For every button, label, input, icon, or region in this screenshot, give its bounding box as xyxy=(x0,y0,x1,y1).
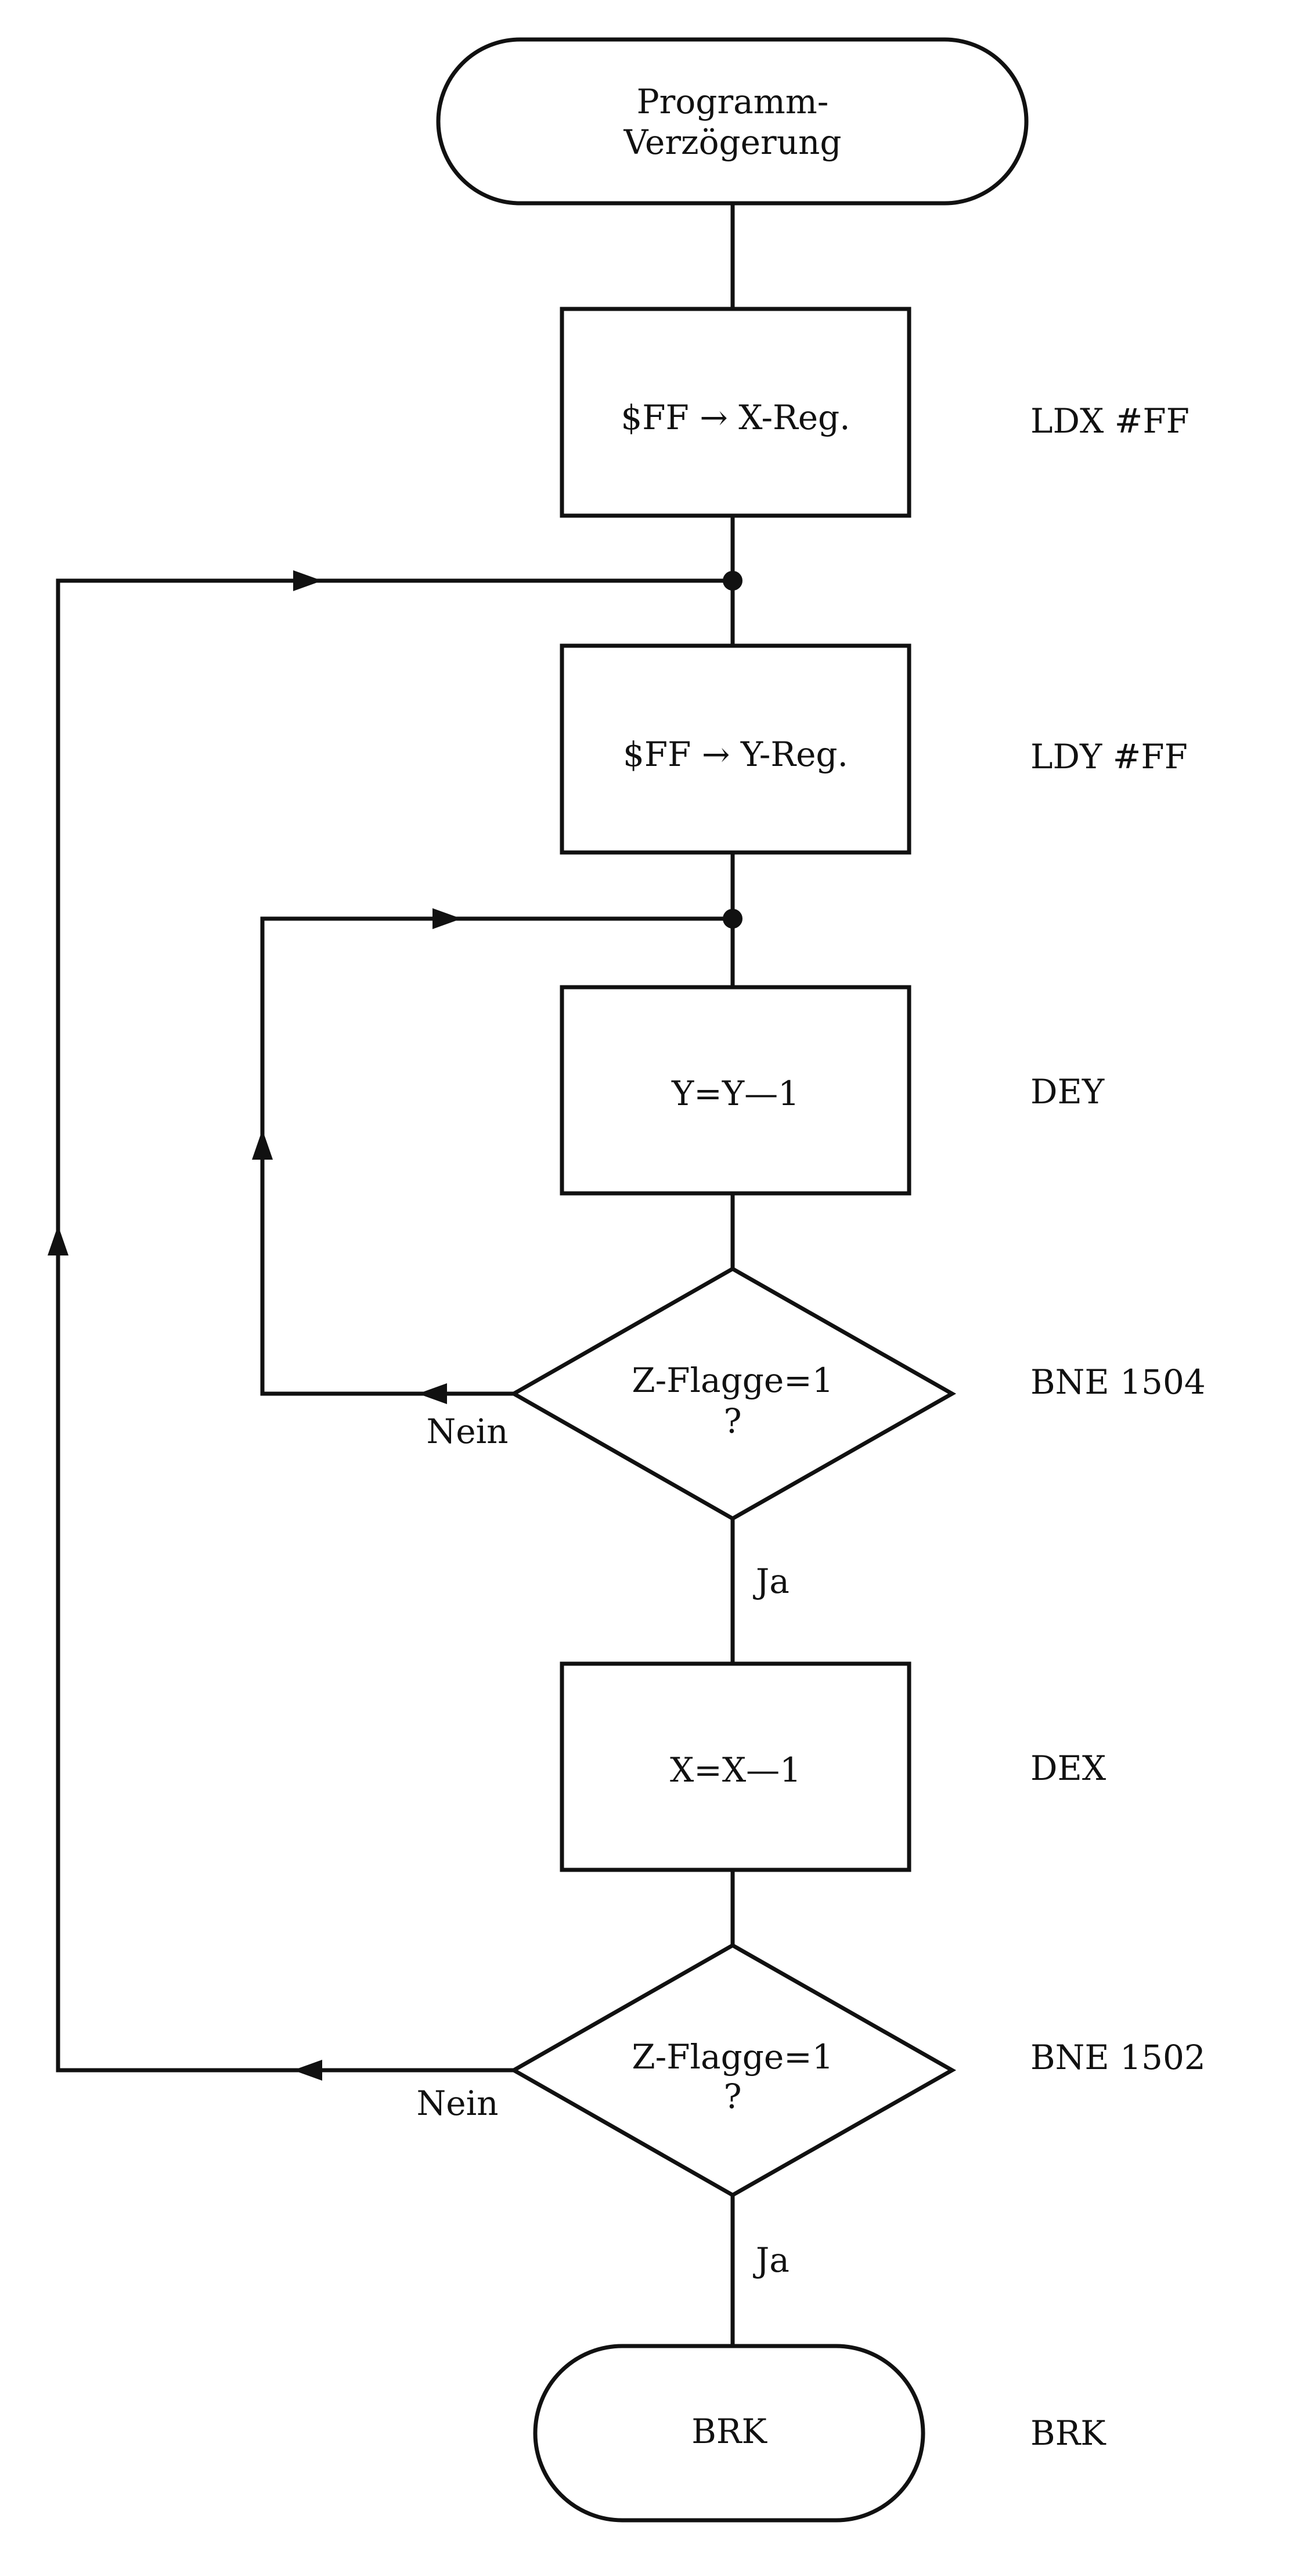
decision-zero-flag-outer: Z-Flagge=1 ? xyxy=(509,1942,957,2198)
branch-no-label: Nein xyxy=(427,1412,509,1451)
decision-zero-flag-inner: Z-Flagge=1 ? xyxy=(509,1266,957,1521)
arrow-left-icon xyxy=(418,1383,447,1404)
start-label-line1: Programm- xyxy=(637,82,829,121)
decision-label-line1: Z-Flagge=1 xyxy=(632,1361,833,1400)
process-label: Y=Y—1 xyxy=(671,1074,799,1113)
branch-yes-label: Ja xyxy=(753,2240,790,2280)
code-dey: DEY xyxy=(1030,1072,1105,1111)
code-bne-outer: BNE 1502 xyxy=(1030,2038,1206,2077)
start-label-line2: Verzögerung xyxy=(623,123,841,162)
arrow-up-icon xyxy=(48,1225,69,1255)
arrow-up-icon xyxy=(252,1129,273,1160)
flow-lines xyxy=(56,203,735,2346)
process-load-y: $FF → Y-Reg. xyxy=(560,643,911,855)
branch-no-label: Nein xyxy=(417,2084,499,2123)
decision-label-line2: ? xyxy=(723,1401,741,1441)
junction-dot-outer xyxy=(723,571,742,591)
arrow-right-icon xyxy=(432,908,462,929)
outer-loop-line xyxy=(56,578,733,2073)
process-label: $FF → X-Reg. xyxy=(621,398,850,437)
code-dex: DEX xyxy=(1030,1748,1106,1788)
arrowheads xyxy=(48,570,462,2081)
decision-label-line1: Z-Flagge=1 xyxy=(632,2037,833,2077)
process-label: X=X—1 xyxy=(670,1750,801,1790)
branch-yes-label: Ja xyxy=(753,1562,790,1601)
decision-label-line2: ? xyxy=(723,2077,741,2116)
process-load-x: $FF → X-Reg. xyxy=(560,307,911,518)
assembly-code-column: LDX #FF LDY #FF DEY BNE 1504 DEX BNE 150… xyxy=(1030,401,1206,2453)
arrow-left-icon xyxy=(293,2060,322,2081)
process-decrement-y: Y=Y—1 xyxy=(560,985,911,1196)
junction-dot-inner xyxy=(723,909,742,929)
code-bne-inner: BNE 1504 xyxy=(1030,1362,1206,1402)
start-terminal: Programm- Verzögerung xyxy=(436,37,1029,206)
process-label: $FF → Y-Reg. xyxy=(623,735,848,774)
code-ldy: LDY #FF xyxy=(1030,737,1188,776)
process-decrement-x: X=X—1 xyxy=(560,1661,911,1872)
end-label: BRK xyxy=(691,2412,767,2451)
arrow-right-icon xyxy=(293,570,322,591)
code-ldx: LDX #FF xyxy=(1030,401,1190,441)
code-brk: BRK xyxy=(1030,2413,1106,2453)
end-terminal: BRK xyxy=(533,2344,925,2523)
